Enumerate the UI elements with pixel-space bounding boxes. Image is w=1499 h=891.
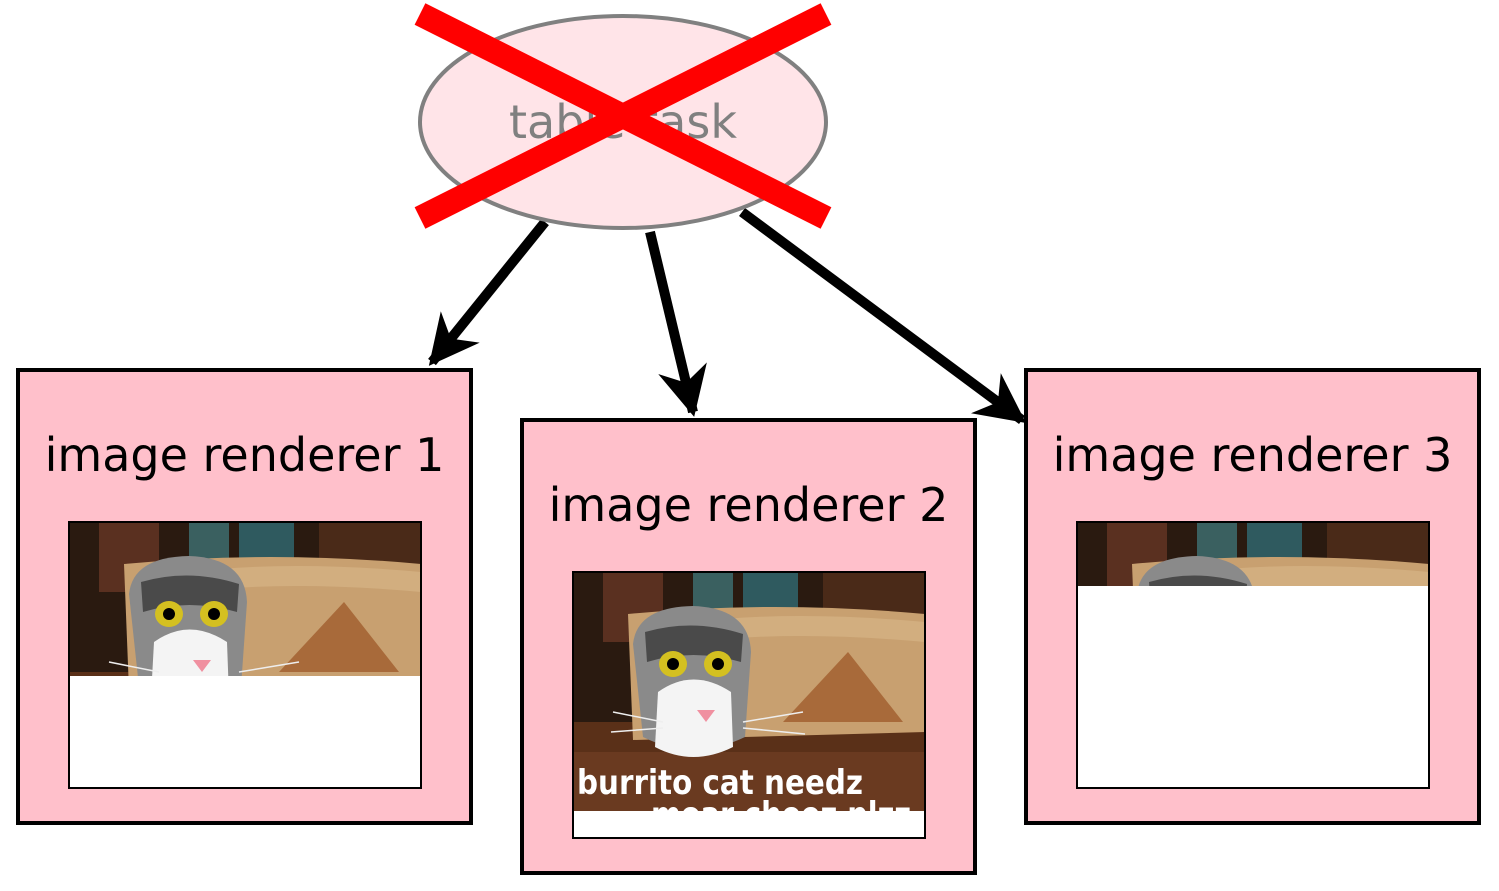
renderer-label: image renderer 2: [549, 478, 949, 532]
image-frame-border: [68, 521, 422, 789]
renderer-label: image renderer 3: [1053, 428, 1453, 482]
image-frame-border: [572, 571, 926, 839]
image-renderer-1: image renderer 1: [16, 368, 473, 825]
meme-caption-line-2: moar cheez plzz: [651, 795, 911, 835]
cross-out-icon: [414, 3, 832, 229]
edge-arrow-2: [645, 230, 707, 417]
edge-arrow-1: [428, 218, 549, 366]
cross-stroke-2: [414, 3, 832, 229]
image-frame-border: [1076, 521, 1430, 789]
image-renderer-2: image renderer 2 burrito cat needzmoar ch…: [520, 418, 977, 875]
meme-caption-line-1: burrito cat needz: [577, 763, 863, 803]
renderer-label: image renderer 1: [45, 428, 445, 482]
cat-photo-image: burrito cat needzmoar cheez plzz: [573, 572, 925, 835]
image-renderer-3: image renderer 3: [1024, 368, 1481, 825]
edge-arrow-3: [739, 207, 1027, 425]
